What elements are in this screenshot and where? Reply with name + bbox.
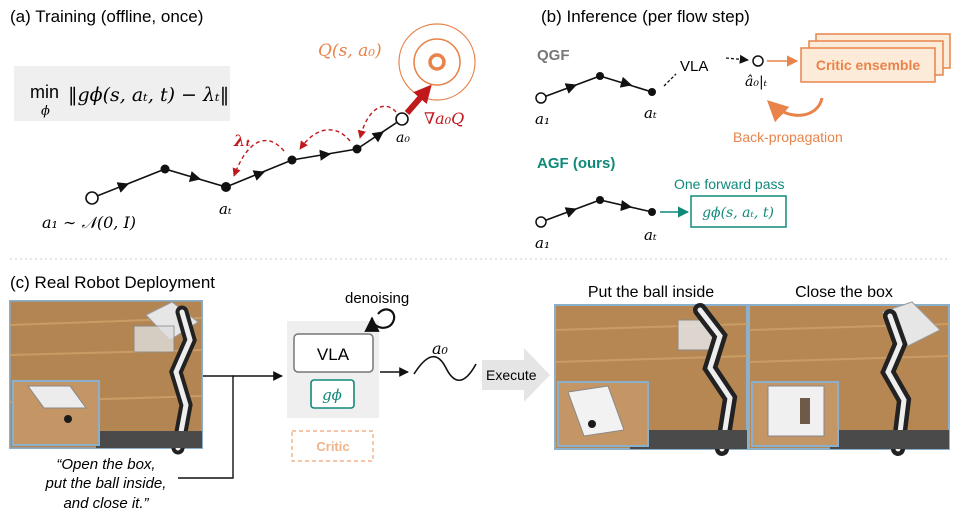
qgf-traj-arrow-2: [619, 76, 633, 88]
g-phi-module-label: gϕ: [322, 386, 342, 404]
agf-label: AGF (ours): [537, 155, 615, 172]
agf-at-label: aₜ: [644, 226, 657, 244]
action-wave: [413, 355, 477, 382]
lambda-label: λₜ: [233, 131, 251, 150]
q-label: Q(s, a₀): [318, 41, 382, 61]
node-a0: [395, 112, 409, 126]
vla-label: VLA: [317, 345, 350, 364]
node-step: [287, 155, 297, 165]
at-label: aₜ: [219, 200, 232, 218]
denoising-loop-icon: [364, 308, 396, 332]
gradient-arrow: [404, 84, 432, 115]
g-phi-box: [690, 195, 787, 228]
q-ring-middle: [413, 38, 461, 86]
grad-label: ∇a₀Q: [424, 109, 464, 128]
qgf-to-vla-dash: [663, 73, 677, 87]
qgf-vla-label: VLA: [680, 58, 708, 75]
robot-photo-box-closed: [748, 301, 950, 456]
agf-a1-label: a₁: [535, 234, 550, 252]
g-phi-box-label: gϕ(s, aₜ, t): [702, 205, 774, 221]
objective-min: min: [30, 82, 59, 102]
ahat-label: â₀|ₜ: [745, 74, 768, 90]
traj-arrow-2: [188, 171, 202, 182]
agf-trajectory: [540, 199, 653, 223]
robot-photo-ball-inside: [554, 303, 748, 456]
panel-c: (c) Real Robot Deployment “Open the box,…: [9, 273, 950, 512]
instruction-line-3: and close it.”: [63, 495, 149, 512]
vla-to-ahat-arrow: [725, 54, 749, 64]
backprop-arrow: [766, 97, 824, 123]
lambda-arrow-3: [357, 105, 397, 139]
forward-pass-label: One forward pass: [674, 176, 785, 192]
objective-expr: ‖gϕ(s, aₜ, t) − λₜ‖: [68, 84, 229, 106]
q-ring-center: [428, 53, 446, 71]
ahat-node: [752, 55, 764, 67]
qgf-node-step: [596, 72, 604, 80]
critic-unused-label: Critic: [316, 439, 349, 454]
qgf-a1-label: a₁: [535, 110, 550, 128]
g-phi-module: [310, 379, 355, 409]
node-step: [160, 164, 170, 174]
objective-box: [14, 66, 230, 121]
execute-arrow: [482, 348, 550, 402]
backprop-label: Back-propagation: [733, 129, 843, 145]
action-a0-label: a₀: [432, 339, 449, 358]
panel-a-title: (a) Training (offline, once): [10, 7, 203, 26]
a1-prior-label: a₁ ∼ 𝒩(0, I): [42, 213, 136, 232]
node-at: [221, 182, 231, 192]
agf-node-at: [648, 208, 656, 216]
qgf-node-at: [648, 88, 656, 96]
policy-input-arrow: [178, 371, 283, 479]
execute-label: Execute: [486, 367, 537, 383]
frame2-caption: Close the box: [795, 284, 893, 301]
node-a1: [85, 191, 99, 205]
qgf-at-label: aₜ: [644, 104, 657, 122]
frame1-caption: Put the ball inside: [588, 284, 714, 301]
node-step: [352, 144, 362, 154]
panel-a: (a) Training (offline, once) min ϕ ‖gϕ(s…: [10, 7, 476, 232]
qgf-label: QGF: [537, 47, 570, 64]
agf-traj-arrow-2: [620, 200, 633, 212]
qgf-trajectory: [540, 75, 653, 99]
qgf-traj-arrow-1: [564, 83, 578, 94]
objective-sub: ϕ: [41, 104, 50, 119]
lambda-arrow-2: [299, 129, 351, 150]
robot-photo-initial: [9, 300, 203, 455]
agf-node-a1: [535, 216, 547, 228]
agf-node-step: [596, 196, 604, 204]
critic-box-unused: [291, 430, 374, 462]
critic-ensemble-label: Critic ensemble: [816, 57, 920, 73]
qgf-node-a1: [535, 92, 547, 104]
a0-label: a₀: [396, 130, 410, 146]
traj-arrow-1: [116, 182, 130, 193]
agf-traj-arrow-1: [564, 207, 578, 218]
vla-box: [293, 333, 374, 373]
panel-c-title: (c) Real Robot Deployment: [10, 273, 215, 292]
traj-arrow-3: [252, 170, 266, 181]
denoising-label: denoising: [345, 290, 409, 307]
critic-ensemble-box: [800, 47, 936, 83]
panel-b-title: (b) Inference (per flow step): [541, 7, 750, 26]
instruction-line-2: put the ball inside,: [45, 475, 167, 492]
lambda-arrow-1: [232, 139, 285, 177]
q-ring-outer: [398, 23, 476, 101]
panel-b: (b) Inference (per flow step) QGF a₁ aₜ …: [535, 7, 951, 252]
traj-arrow-5: [371, 131, 384, 143]
instruction-line-1: “Open the box,: [56, 456, 155, 473]
traj-arrow-4: [319, 149, 332, 161]
